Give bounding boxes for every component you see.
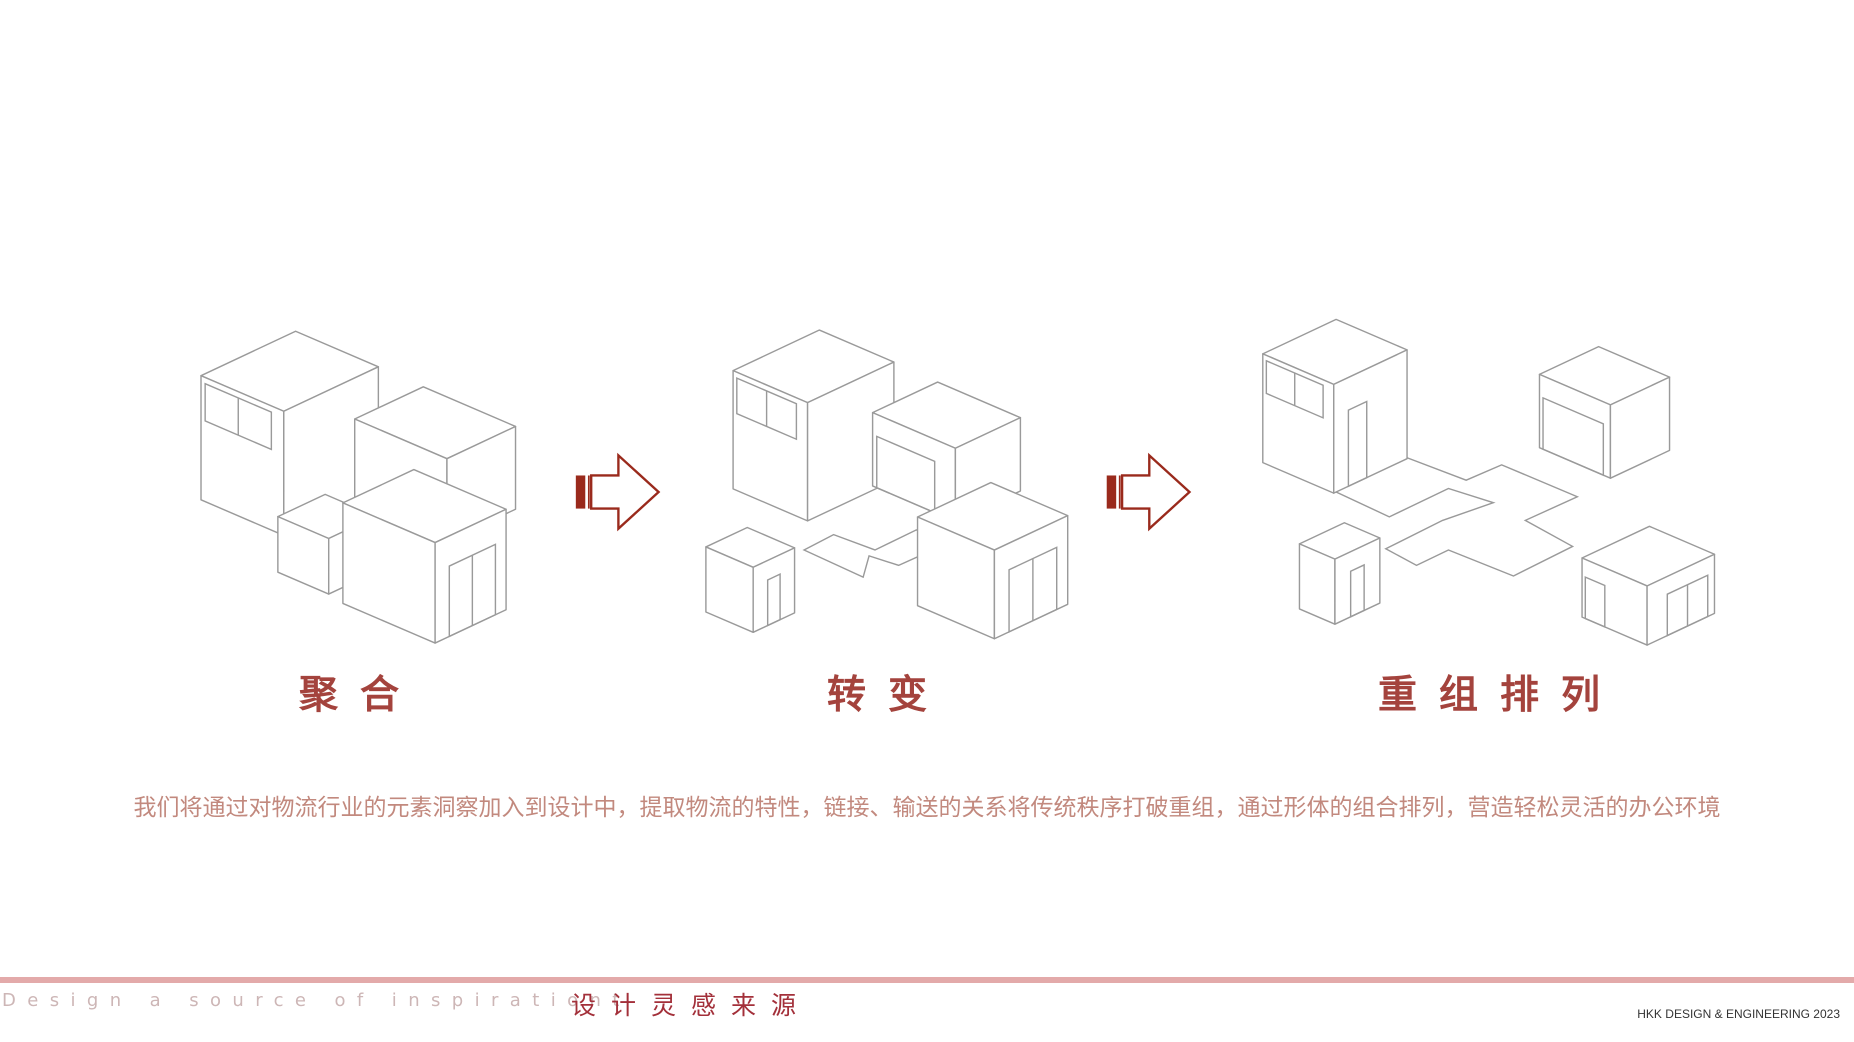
footer-tagline-cn: 设计灵感来源 (571, 991, 812, 1020)
description-text: 我们将通过对物流行业的元素洞察加入到设计中，提取物流的特性，链接、输送的关系将传… (133, 795, 1721, 821)
box-shape (1262, 318, 1408, 494)
illustration-transforming-boxes (705, 329, 1069, 640)
footer-company: HKK DESIGN & ENGINEERING 2023 (1637, 1007, 1840, 1021)
box-shape (342, 468, 507, 644)
footer-tagline-en: Design a source of inspirationt (2, 990, 631, 1011)
footer-divider (0, 977, 1854, 983)
box-shape (732, 329, 895, 522)
box-shape (916, 481, 1069, 640)
floor-path-shape (1332, 456, 1580, 577)
arrow-right-icon (1106, 452, 1192, 532)
box-shape (705, 526, 796, 634)
illustration-rearranged-boxes (1262, 318, 1716, 646)
illustration-aggregated-boxes (200, 330, 517, 644)
stage-label-aggregate: 聚合 (298, 673, 422, 718)
box-shape (871, 381, 1022, 523)
stage-label-transform: 转变 (826, 673, 950, 718)
arrow-right-icon (575, 452, 661, 532)
box-shape (1298, 522, 1381, 625)
box-shape (1538, 345, 1671, 479)
stage-label-rearrange: 重组排列 (1377, 673, 1623, 718)
box-shape (1581, 525, 1716, 646)
